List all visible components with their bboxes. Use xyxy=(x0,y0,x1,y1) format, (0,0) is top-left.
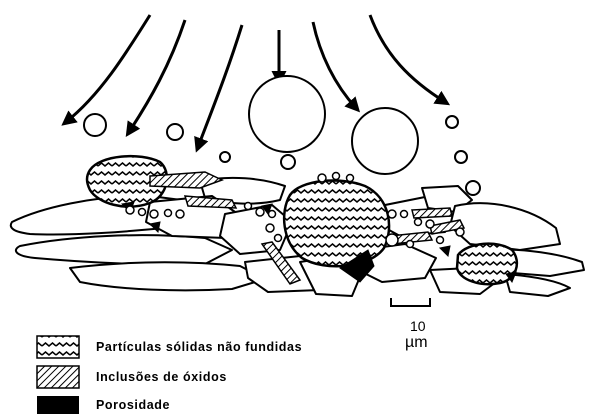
unmelted-particle xyxy=(284,180,389,266)
droplet xyxy=(466,181,480,195)
small-sphere xyxy=(415,219,422,226)
small-sphere xyxy=(347,175,354,182)
scale-bar xyxy=(391,298,430,306)
small-sphere xyxy=(386,234,398,246)
legend-label-porosity: Porosidade xyxy=(96,398,170,412)
legend-swatch-unmelted xyxy=(37,336,79,358)
trajectory-arrow xyxy=(66,15,150,122)
small-sphere xyxy=(165,210,172,217)
small-sphere xyxy=(318,174,326,182)
small-sphere xyxy=(139,209,146,216)
small-sphere xyxy=(150,210,158,218)
small-sphere xyxy=(388,210,396,218)
droplet xyxy=(352,108,418,174)
small-sphere xyxy=(456,228,464,236)
unmelted-particle xyxy=(457,244,517,284)
pore xyxy=(440,246,450,256)
small-sphere xyxy=(401,211,408,218)
small-sphere xyxy=(275,235,282,242)
droplet xyxy=(249,76,325,152)
small-sphere xyxy=(245,203,252,210)
splat xyxy=(16,235,232,264)
scale-unit: µm xyxy=(405,334,428,352)
small-sphere xyxy=(266,224,274,232)
small-sphere xyxy=(269,211,276,218)
droplet xyxy=(84,114,106,136)
small-sphere xyxy=(126,206,134,214)
droplet xyxy=(167,124,183,140)
scale-value: 10 xyxy=(410,318,426,334)
droplet xyxy=(220,152,230,162)
legend-swatch-oxide xyxy=(37,366,79,388)
legend-label-unmelted-particles: Partículas sólidas não fundidas xyxy=(96,340,302,354)
small-sphere xyxy=(333,173,340,180)
droplet xyxy=(281,155,295,169)
splat xyxy=(450,203,560,250)
legend-swatch-porosity xyxy=(37,396,79,414)
droplet xyxy=(455,151,467,163)
small-sphere xyxy=(176,210,184,218)
trajectory-arrow xyxy=(370,15,445,102)
trajectory-arrow xyxy=(198,25,242,147)
splat xyxy=(505,274,570,296)
oxide-inclusion xyxy=(412,208,452,218)
droplet xyxy=(446,116,458,128)
legend-label-oxide-inclusions: Inclusões de óxidos xyxy=(96,370,227,384)
small-sphere xyxy=(426,220,434,228)
small-sphere xyxy=(256,208,264,216)
small-sphere xyxy=(407,241,414,248)
splat xyxy=(70,262,265,290)
small-sphere xyxy=(437,237,444,244)
